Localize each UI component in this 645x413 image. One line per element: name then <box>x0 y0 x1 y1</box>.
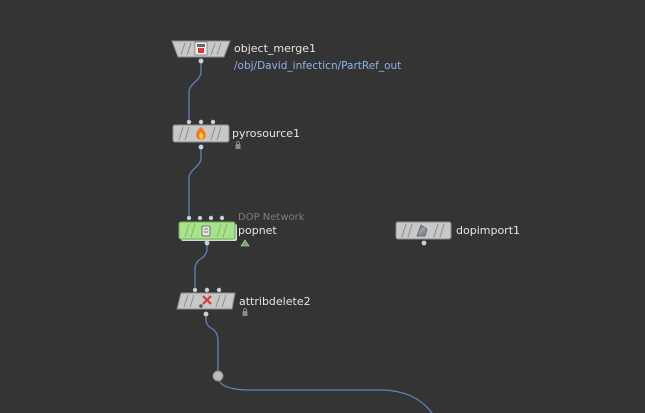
output-connector[interactable] <box>198 144 204 150</box>
attrib-delete-icon <box>199 295 212 308</box>
output-connector[interactable] <box>198 58 204 64</box>
input-connector[interactable] <box>208 215 214 221</box>
input-connector[interactable] <box>197 215 203 221</box>
wire-popnet-attribdelete[interactable] <box>194 243 208 288</box>
node-name-pyrosource[interactable]: pyrosource1 <box>232 127 301 140</box>
output-connector[interactable] <box>204 240 210 246</box>
input-connector[interactable] <box>210 119 216 125</box>
node-name-popnet[interactable]: popnet <box>238 224 277 237</box>
fire-icon <box>196 127 206 140</box>
lock-icon <box>242 308 248 316</box>
node-name-object-merge[interactable]: object_merge1 <box>234 42 316 55</box>
output-connector[interactable] <box>421 240 427 246</box>
object-merge-icon <box>194 41 208 56</box>
input-connector[interactable] <box>186 215 192 221</box>
wire-dot[interactable] <box>212 370 224 382</box>
wire-attribdelete-output[interactable] <box>205 314 433 413</box>
node-name-dopimport[interactable]: dopimport1 <box>456 224 521 237</box>
dop-import-icon <box>416 224 428 237</box>
wire-pyrosource-popnet[interactable] <box>188 147 202 217</box>
input-connector[interactable] <box>204 287 210 293</box>
input-connector[interactable] <box>219 215 225 221</box>
lock-icon <box>235 141 241 149</box>
output-connector[interactable] <box>203 311 209 317</box>
wire-objectmerge-pyrosource[interactable] <box>188 61 202 120</box>
node-name-attribdelete[interactable]: attribdelete2 <box>239 295 311 308</box>
input-connector[interactable] <box>192 287 198 293</box>
input-connector[interactable] <box>198 119 204 125</box>
node-path-object-merge: /obj/David_infecticn/PartRef_out <box>234 60 402 72</box>
node-type-popnet: DOP Network <box>238 212 305 223</box>
input-connector[interactable] <box>216 287 222 293</box>
dop-network-icon <box>201 225 211 237</box>
input-connector[interactable] <box>186 119 192 125</box>
sim-icon <box>240 239 250 247</box>
